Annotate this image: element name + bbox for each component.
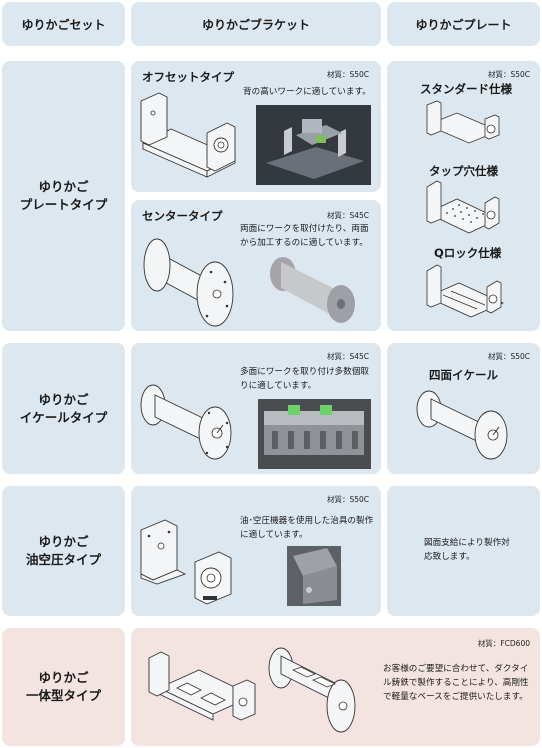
integrated-panel: 材質：FCD600 お客様のご要望に合わせて、ダクタイル鋳鉄で製作することにより… bbox=[131, 628, 540, 746]
ikeru-bracket-drawing bbox=[140, 384, 232, 460]
row-label-line2: プレートタイプ bbox=[19, 197, 108, 212]
center-photo bbox=[267, 254, 357, 326]
hydraulic-bracket-panel: 材質：S50C 油･空圧機器を使用した治具の製作に適しています。 bbox=[131, 486, 381, 616]
row-label-line1: ゆりかご bbox=[38, 534, 89, 549]
integrated-material: 材質：FCD600 bbox=[477, 639, 530, 648]
four-face-ikeru-panel: 材質：S50C 四面イケール bbox=[387, 343, 540, 474]
row-label-ikeru-type: ゆりかご イケールタイプ bbox=[2, 343, 125, 474]
offset-type-title: オフセットタイプ bbox=[142, 70, 234, 84]
four-face-ikeru-title: 四面イケール bbox=[429, 368, 498, 382]
center-type-panel: センタータイプ 材質：S45C 両面にワークを取付けたり、両面から加工するのに適… bbox=[131, 200, 381, 331]
tap-hole-spec-title: タップ穴仕様 bbox=[429, 164, 498, 178]
center-type-title: センタータイプ bbox=[142, 209, 223, 223]
hydraulic-bracket-left-drawing bbox=[140, 519, 187, 585]
hydraulic-photo bbox=[287, 546, 341, 606]
offset-photo bbox=[256, 105, 371, 185]
tap-hole-plate-drawing bbox=[426, 180, 500, 234]
hydraulic-description: 油･空圧機器を使用した治具の製作に適しています。 bbox=[240, 516, 374, 540]
plate-variants-panel: 材質：S50C スタンダード仕様 タップ穴仕様 Qロック仕様 bbox=[387, 61, 540, 331]
hydraulic-custom-panel: 図面支給により製作対応致します。 bbox=[387, 486, 540, 616]
header-label-bracket: ゆりかごブラケット bbox=[201, 17, 310, 32]
header-yurikago-set: ゆりかごセット bbox=[2, 2, 125, 46]
four-face-ikeru-drawing bbox=[416, 390, 508, 460]
offset-bracket-drawing bbox=[140, 92, 236, 178]
hydraulic-material: 材質：S50C bbox=[326, 495, 369, 504]
header-label-plate: ゆりかごプレート bbox=[415, 17, 512, 32]
q-lock-plate-drawing bbox=[426, 264, 504, 318]
hydraulic-bracket-right-drawing bbox=[194, 551, 232, 605]
ikeru-description: 多面にワークを取り付け多数個取りに適しています。 bbox=[240, 367, 369, 391]
header-yurikago-bracket: ゆりかごブラケット bbox=[131, 2, 381, 46]
integrated-description: お客様のご要望に合わせて、ダクタイル鋳鉄で製作することにより、高剛性で軽量なベー… bbox=[383, 664, 529, 702]
hydraulic-custom-description: 図面支給により製作対応致します。 bbox=[424, 538, 510, 562]
row-label-integrated-type: ゆりかご 一体型タイプ bbox=[2, 628, 125, 746]
header-label-set: ゆりかごセット bbox=[21, 17, 106, 32]
offset-description: 背の高いワークに適しています。 bbox=[243, 87, 371, 97]
four-face-material: 材質：S50C bbox=[487, 352, 530, 361]
ikeru-bracket-panel: 材質：S45C 多面にワークを取り付け多数個取りに適しています。 bbox=[131, 343, 381, 474]
q-lock-spec-title: Qロック仕様 bbox=[434, 246, 502, 260]
row-label-line1: ゆりかご bbox=[38, 670, 89, 685]
center-description: 両面にワークを取付けたり、両面から加工するのに適しています。 bbox=[240, 224, 369, 248]
row-label-line1: ゆりかご bbox=[38, 179, 89, 194]
row-label-plate-type: ゆりかご プレートタイプ bbox=[2, 61, 125, 331]
row-label-line2: イケールタイプ bbox=[19, 409, 108, 425]
integrated-base-drawing-1 bbox=[148, 651, 256, 721]
row-label-line2: 油空圧タイプ bbox=[25, 552, 101, 567]
integrated-base-drawing-2 bbox=[268, 647, 356, 733]
center-material: 材質：S45C bbox=[326, 211, 369, 220]
plate-variants-material: 材質：S50C bbox=[487, 70, 530, 79]
row-label-line1: ゆりかご bbox=[38, 391, 89, 407]
center-bracket-drawing bbox=[143, 238, 234, 327]
row-label-line2: 一体型タイプ bbox=[25, 688, 101, 703]
offset-material: 材質：S50C bbox=[326, 70, 369, 79]
ikeru-photo bbox=[258, 399, 371, 469]
header-yurikago-plate: ゆりかごプレート bbox=[387, 2, 540, 46]
offset-type-panel: オフセットタイプ 材質：S50C 背の高いワークに適しています。 bbox=[131, 61, 381, 192]
ikeru-material: 材質：S45C bbox=[326, 352, 369, 361]
standard-plate-drawing bbox=[425, 100, 501, 144]
standard-spec-title: スタンダード仕様 bbox=[420, 82, 512, 96]
row-label-hydraulic-type: ゆりかご 油空圧タイプ bbox=[2, 486, 125, 616]
